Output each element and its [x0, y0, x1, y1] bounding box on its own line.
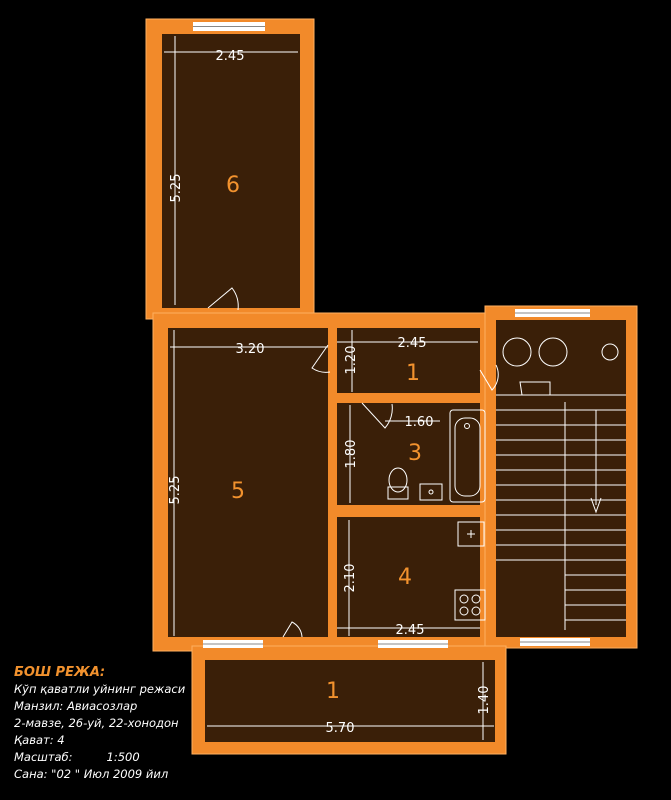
room1-top-width-label: 2.45 [398, 336, 427, 351]
dimension-labels: 2.45 5.25 3.20 5.25 2.45 1.20 1.60 1.80 … [168, 49, 492, 736]
kitchen-sink [457, 521, 485, 547]
toilet [387, 486, 409, 500]
room6-floor [162, 34, 300, 308]
floors [162, 34, 626, 742]
stairwell-floor [496, 320, 626, 637]
room6-width-label: 2.45 [216, 49, 245, 64]
legend-location: 2-мавзе, 26-уй, 22-хонодон [14, 716, 179, 730]
stove [454, 589, 486, 621]
windows [193, 22, 590, 648]
room5-width-label: 3.20 [236, 342, 265, 357]
room4-floor [337, 517, 480, 637]
balcony-depth-label: 1.40 [477, 686, 492, 715]
bathtub [449, 409, 486, 503]
doors [207, 287, 499, 638]
legend-subtitle: Кўп қаватли уйнинг режаси [14, 682, 186, 696]
room5-number: 5 [231, 479, 245, 504]
room6-length-label: 5.25 [169, 174, 184, 203]
room1-top-number: 1 [406, 361, 420, 386]
legend-title: БОШ РЕЖА: [14, 665, 106, 680]
sink [419, 483, 443, 501]
room1-top-floor [337, 328, 480, 393]
room-numbers: 6 5 1 3 4 1 [226, 173, 422, 704]
plan-legend: БОШ РЕЖА: Кўп қаватли уйнинг режаси Манз… [14, 664, 234, 783]
legend-floor: Қават: 4 [14, 733, 65, 747]
legend-scale: Масштаб: 1:500 [14, 749, 234, 766]
stairs [496, 337, 626, 630]
legend-scale-label: Масштаб: [14, 750, 73, 764]
dimension-lines [164, 36, 494, 740]
kitchen-fixtures [454, 521, 486, 621]
room3-length-label: 1.80 [344, 440, 359, 469]
room5-floor [168, 328, 328, 637]
legend-address: Манзил: Авиасозлар [14, 699, 138, 713]
room3-number: 3 [408, 441, 422, 466]
balcony-number: 1 [326, 679, 340, 704]
room5-length-label: 5.25 [168, 476, 183, 505]
room3-width-label: 1.60 [405, 415, 434, 430]
legend-scale-value: 1:500 [106, 750, 140, 764]
room1-top-depth-label: 1.20 [344, 346, 359, 375]
room4-width-label: 2.45 [396, 623, 425, 638]
legend-date: Сана: "02 " Июл 2009 йил [14, 767, 169, 781]
balcony-floor [205, 660, 495, 742]
balcony-width-label: 5.70 [326, 721, 355, 736]
room4-length-label: 2.10 [343, 564, 358, 593]
room6-number: 6 [226, 173, 240, 198]
room4-number: 4 [398, 565, 412, 590]
bathroom-fixtures [387, 409, 486, 503]
